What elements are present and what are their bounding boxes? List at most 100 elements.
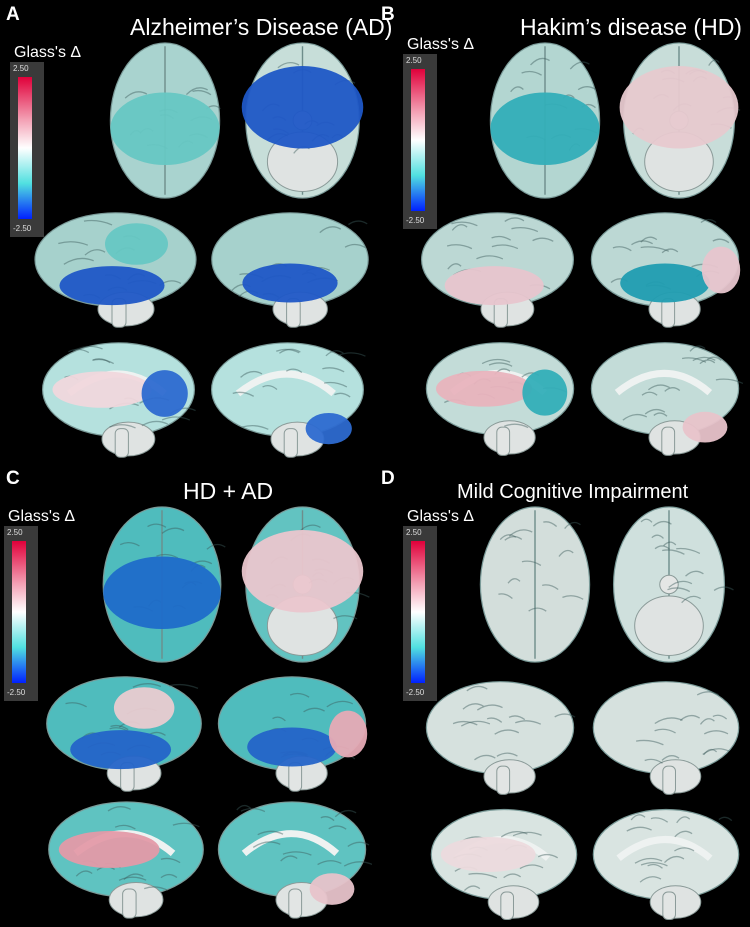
colorbar-min-label: -2.50	[7, 688, 26, 697]
sulcus	[681, 357, 707, 363]
brain-medial-left-view	[425, 342, 575, 456]
colorbar: 2.50 -2.50	[403, 526, 437, 701]
sulcus	[333, 615, 358, 620]
sulcus	[663, 541, 677, 547]
brain-lateral-right-view	[592, 681, 740, 795]
sulcus	[703, 730, 729, 735]
sulcus	[118, 876, 147, 881]
sulcus	[124, 91, 148, 99]
sulcus	[452, 720, 478, 726]
sulcus	[319, 226, 342, 234]
sulcus	[515, 720, 542, 725]
sulcus	[715, 378, 744, 385]
sulcus	[503, 873, 522, 879]
sulcus	[252, 841, 281, 848]
sulcus	[664, 387, 681, 392]
sulcus	[322, 367, 345, 373]
colorbar-min-label: -2.50	[406, 216, 425, 225]
brainstem	[662, 765, 676, 795]
sulcus	[562, 595, 584, 600]
sulcus	[277, 61, 300, 69]
sulcus	[123, 873, 144, 881]
brain-lateral-left-view	[46, 676, 202, 792]
sulcus	[554, 713, 576, 718]
sulcus	[507, 578, 521, 584]
sulcus	[303, 707, 325, 713]
sulcus	[491, 244, 519, 250]
sulcus	[92, 358, 111, 364]
sulcus	[276, 348, 300, 354]
colorbar-gradient	[12, 541, 26, 683]
brainstem	[500, 891, 514, 920]
sulcus	[654, 728, 676, 734]
sulcus	[468, 872, 498, 879]
highlighted-region	[241, 530, 364, 613]
highlighted-region	[58, 830, 160, 868]
sulcus	[674, 830, 693, 838]
sulcus	[651, 534, 664, 539]
sulcus	[476, 704, 503, 711]
sulcus	[114, 824, 136, 830]
sulcus	[84, 249, 106, 256]
panel-d: D Mild Cognitive Impairment Glass's Δ 2.…	[375, 464, 750, 927]
sulcus	[481, 358, 511, 365]
sulcus	[508, 715, 526, 721]
sulcus	[328, 825, 347, 830]
sulcus	[147, 523, 167, 528]
sulcus	[172, 822, 200, 828]
brain-hemisphere-outline	[425, 681, 575, 775]
sulcus	[334, 809, 357, 818]
sulcus	[635, 739, 664, 746]
brain-medial-left-view	[430, 808, 578, 920]
brain-medial-left-view	[48, 801, 204, 919]
panel-a: A Alzheimer’s Disease (AD) Glass's Δ 2.5…	[0, 0, 392, 463]
sulcus	[347, 841, 370, 848]
sulcus	[511, 226, 539, 233]
highlighted-region	[247, 727, 337, 767]
brain-ventral-view	[619, 42, 741, 199]
sulcus	[242, 424, 269, 430]
highlighted-region	[620, 263, 710, 303]
sulcus	[474, 754, 496, 761]
sulcus	[653, 412, 668, 417]
sulcus	[676, 547, 701, 554]
sulcus	[674, 847, 695, 852]
sulcus	[661, 755, 680, 761]
sulcus	[662, 549, 685, 555]
sulcus	[58, 241, 89, 246]
sulcus	[68, 348, 90, 354]
highlighted-region	[444, 266, 544, 306]
sulcus	[272, 716, 286, 722]
brain-medial-right-view	[210, 342, 366, 458]
sulcus	[451, 221, 478, 227]
sulcus	[537, 853, 559, 859]
sulcus	[168, 683, 199, 690]
sulcus	[577, 86, 597, 91]
colorbar-gradient	[411, 541, 425, 683]
sulcus	[161, 416, 191, 421]
sulcus	[447, 263, 462, 270]
sulcus	[92, 358, 115, 365]
sulcus	[500, 830, 528, 838]
sulcus	[631, 240, 653, 246]
brain-ventral-view	[241, 506, 370, 663]
sulcus	[639, 876, 662, 883]
colorbar: 2.50 -2.50	[10, 62, 44, 237]
brain-dorsal-view	[489, 42, 601, 199]
sulcus	[280, 855, 298, 862]
sulcus	[640, 236, 658, 243]
sulcus	[640, 518, 653, 523]
colorbar-max-label: 2.50	[406, 528, 422, 537]
cerebellum	[634, 595, 704, 656]
sulcus	[661, 248, 679, 254]
sulcus	[464, 885, 481, 891]
sulcus	[640, 861, 668, 867]
brain-dorsal-view	[109, 42, 221, 199]
colorbar-title: Glass's Δ	[14, 44, 82, 61]
sulcus	[160, 857, 181, 864]
sulcus	[521, 560, 542, 567]
brain-hemisphere-outline	[592, 681, 740, 775]
sulcus	[160, 873, 178, 879]
sulcus	[654, 717, 683, 725]
corpus-callosum	[616, 836, 713, 862]
